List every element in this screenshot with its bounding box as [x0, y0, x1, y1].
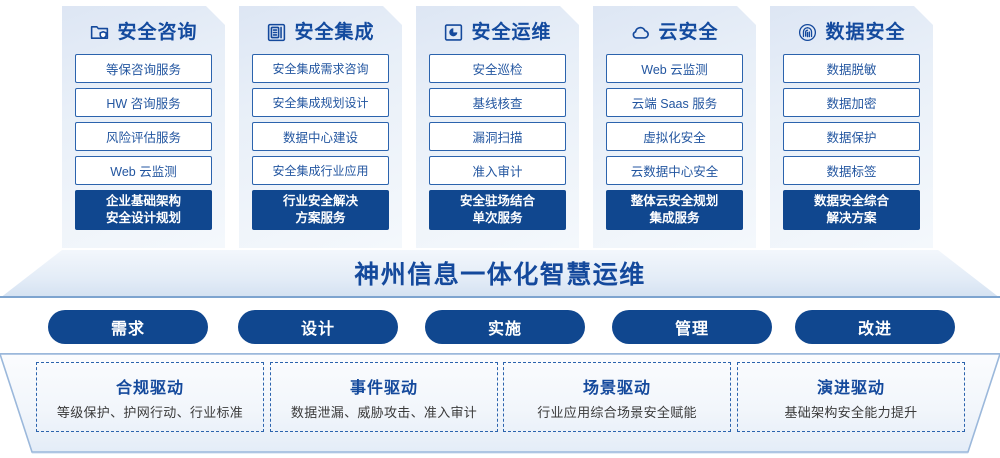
- stage-pill-demand[interactable]: 需求: [48, 310, 208, 344]
- column-item-list: Web 云监测 云端 Saas 服务 虚拟化安全 云数据中心安全: [593, 54, 756, 185]
- list-item[interactable]: HW 咨询服务: [75, 88, 212, 117]
- column-item-list: 安全集成需求咨询 安全集成规划设计 数据中心建设 安全集成行业应用: [239, 54, 402, 185]
- column-title: 安全集成: [294, 21, 375, 43]
- column-header: 云安全: [593, 10, 756, 54]
- summary-line-2: 安全设计规划: [105, 211, 181, 225]
- list-item[interactable]: 基线核查: [429, 88, 566, 117]
- service-column-security-integration[interactable]: 安全集成 安全集成需求咨询 安全集成规划设计 数据中心建设 安全集成行业应用 行…: [239, 6, 402, 248]
- column-title: 数据安全: [825, 21, 906, 43]
- summary-line-1: 行业安全解决: [282, 194, 358, 208]
- column-item-list: 安全巡检 基线核查 漏洞扫描 准入审计: [416, 54, 579, 185]
- list-item[interactable]: 安全巡检: [429, 54, 566, 83]
- driver-title: 场景驱动: [582, 379, 651, 397]
- column-summary[interactable]: 安全驻场结合 单次服务: [429, 190, 566, 230]
- list-item[interactable]: 数据中心建设: [252, 122, 389, 151]
- stage-pill-implementation[interactable]: 实施: [425, 310, 585, 344]
- driver-title: 演进驱动: [816, 379, 885, 397]
- fingerprint-icon: [797, 22, 818, 43]
- stage-pill-design[interactable]: 设计: [238, 310, 398, 344]
- service-columns: 安全咨询 等保咨询服务 HW 咨询服务 风险评估服务 Web 云监测 企业基础架…: [0, 0, 1000, 252]
- column-summary[interactable]: 数据安全综合 解决方案: [783, 190, 920, 230]
- banner-background: [0, 250, 1000, 298]
- list-item[interactable]: 漏洞扫描: [429, 122, 566, 151]
- summary-line-2: 单次服务: [472, 211, 523, 225]
- list-item[interactable]: 安全集成需求咨询: [252, 54, 389, 83]
- list-item[interactable]: 数据脱敏: [783, 54, 920, 83]
- driver-card-scenario[interactable]: 场景驱动 行业应用综合场景安全赋能: [503, 362, 731, 432]
- list-item[interactable]: 数据加密: [783, 88, 920, 117]
- list-item[interactable]: 数据保护: [783, 122, 920, 151]
- driver-card-incident[interactable]: 事件驱动 数据泄漏、威胁攻击、准入审计: [270, 362, 498, 432]
- driver-subtitle: 等级保护、护网行动、行业标准: [56, 404, 244, 420]
- column-title: 安全咨询: [117, 21, 198, 43]
- list-item[interactable]: Web 云监测: [75, 156, 212, 185]
- column-header: 数据安全: [770, 10, 933, 54]
- column-summary[interactable]: 行业安全解决 方案服务: [252, 190, 389, 230]
- summary-line-1: 安全驻场结合: [459, 194, 535, 208]
- driver-cards: 合规驱动 等级保护、护网行动、行业标准 事件驱动 数据泄漏、威胁攻击、准入审计 …: [0, 362, 1000, 440]
- column-summary[interactable]: 企业基础架构 安全设计规划: [75, 190, 212, 230]
- service-column-cloud-security[interactable]: 云安全 Web 云监测 云端 Saas 服务 虚拟化安全 云数据中心安全 整体云…: [593, 6, 756, 248]
- service-column-data-security[interactable]: 数据安全 数据脱敏 数据加密 数据保护 数据标签 数据安全综合 解决方案: [770, 6, 933, 248]
- list-item[interactable]: 数据标签: [783, 156, 920, 185]
- column-summary[interactable]: 整体云安全规划 集成服务: [606, 190, 743, 230]
- summary-line-1: 数据安全综合: [813, 194, 889, 208]
- banner-bottom-rule: [0, 296, 1000, 298]
- driver-card-evolution[interactable]: 演进驱动 基础架构安全能力提升: [737, 362, 965, 432]
- cloud-icon: [630, 22, 651, 43]
- summary-line-2: 集成服务: [649, 211, 700, 225]
- column-header: 安全咨询: [62, 10, 225, 54]
- stage-pill-improvement[interactable]: 改进: [795, 310, 955, 344]
- list-item[interactable]: 云端 Saas 服务: [606, 88, 743, 117]
- summary-line-2: 解决方案: [826, 211, 877, 225]
- driver-title: 事件驱动: [349, 379, 418, 397]
- list-item[interactable]: 安全集成行业应用: [252, 156, 389, 185]
- summary-line-2: 方案服务: [295, 211, 346, 225]
- list-item[interactable]: 云数据中心安全: [606, 156, 743, 185]
- column-item-list: 数据脱敏 数据加密 数据保护 数据标签: [770, 54, 933, 185]
- column-item-list: 等保咨询服务 HW 咨询服务 风险评估服务 Web 云监测: [62, 54, 225, 185]
- lifecycle-stage-list: 需求 设计 实施 管理 改进: [0, 310, 1000, 348]
- column-header: 安全运维: [416, 10, 579, 54]
- list-item[interactable]: 风险评估服务: [75, 122, 212, 151]
- driver-card-compliance[interactable]: 合规驱动 等级保护、护网行动、行业标准: [36, 362, 264, 432]
- list-item[interactable]: 安全集成规划设计: [252, 88, 389, 117]
- summary-line-1: 整体云安全规划: [630, 194, 719, 208]
- stage-pill-management[interactable]: 管理: [612, 310, 772, 344]
- driver-subtitle: 行业应用综合场景安全赋能: [537, 404, 697, 420]
- column-title: 安全运维: [471, 21, 552, 43]
- list-item[interactable]: 准入审计: [429, 156, 566, 185]
- documents-stack-icon: [266, 22, 287, 43]
- platform-banner: 神州信息一体化智慧运维: [0, 250, 1000, 298]
- list-item[interactable]: Web 云监测: [606, 54, 743, 83]
- folder-shield-icon: [89, 22, 110, 43]
- list-item[interactable]: 等保咨询服务: [75, 54, 212, 83]
- monitor-chart-icon: [443, 22, 464, 43]
- service-column-security-consulting[interactable]: 安全咨询 等保咨询服务 HW 咨询服务 风险评估服务 Web 云监测 企业基础架…: [62, 6, 225, 248]
- driver-title: 合规驱动: [115, 379, 184, 397]
- banner-title: 神州信息一体化智慧运维: [354, 261, 646, 289]
- driver-subtitle: 数据泄漏、威胁攻击、准入审计: [290, 404, 478, 420]
- drivers-section: 合规驱动 等级保护、护网行动、行业标准 事件驱动 数据泄漏、威胁攻击、准入审计 …: [0, 353, 1000, 454]
- column-title: 云安全: [658, 21, 719, 43]
- driver-subtitle: 基础架构安全能力提升: [784, 404, 918, 420]
- service-column-security-operations[interactable]: 安全运维 安全巡检 基线核查 漏洞扫描 准入审计 安全驻场结合 单次服务: [416, 6, 579, 248]
- column-header: 安全集成: [239, 10, 402, 54]
- summary-line-1: 企业基础架构: [105, 194, 181, 208]
- list-item[interactable]: 虚拟化安全: [606, 122, 743, 151]
